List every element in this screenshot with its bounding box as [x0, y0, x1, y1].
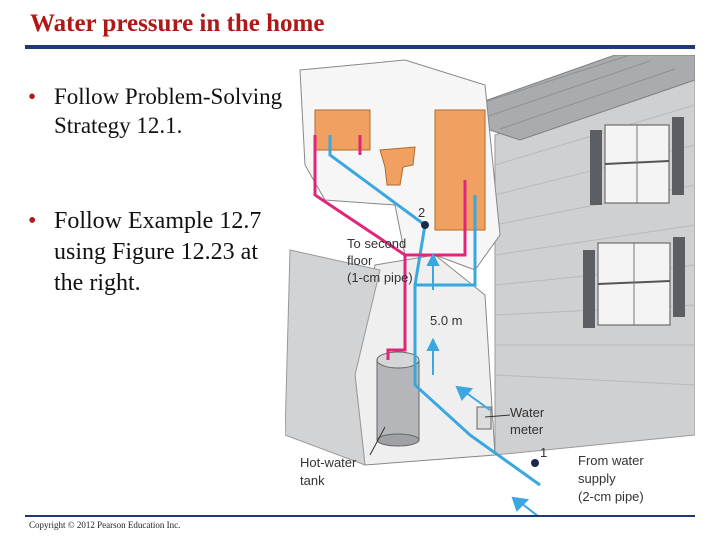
toilet-fixture: [379, 146, 416, 186]
supply-label-line3: (2-cm pipe): [578, 489, 644, 504]
point-1-marker: [531, 459, 539, 467]
point-2-marker: [421, 221, 429, 229]
tank-label-line1: Hot-water: [300, 455, 357, 470]
second-floor-label-line2: floor: [347, 253, 373, 268]
supply-label-line1: From water: [578, 453, 644, 468]
shower-fixture: [434, 109, 486, 231]
hot-water-tank: [376, 351, 420, 447]
sink-fixture: [314, 109, 371, 151]
bullet-item: • Follow Example 12.7 using Figure 12.23…: [28, 206, 288, 299]
tank-label-line2: tank: [300, 473, 325, 488]
pipes: [313, 135, 541, 487]
water-meter: [476, 406, 492, 430]
bullet-dot: •: [28, 208, 37, 234]
bullet-list: • Follow Problem-Solving Strategy 12.1. …: [28, 82, 288, 299]
roof: [443, 55, 695, 141]
upper-window: [590, 117, 684, 205]
title-underline: [25, 45, 695, 49]
bullet-text: Follow Example 12.7 using Figure 12.23 a…: [54, 208, 262, 296]
supply-label-line2: supply: [578, 471, 616, 486]
slide-title: Water pressure in the home: [30, 10, 325, 37]
bullet-item: • Follow Problem-Solving Strategy 12.1.: [28, 82, 288, 140]
second-floor-label-line3: (1-cm pipe): [347, 270, 413, 285]
leader-lines: [369, 414, 511, 456]
point-1-label: 1: [540, 445, 547, 460]
water-meter-label-line1: Water: [510, 405, 545, 420]
bullet-dot: •: [28, 84, 37, 109]
foundation-ground: [285, 249, 381, 466]
second-floor-label-line1: To second: [347, 236, 406, 251]
height-label: 5.0 m: [430, 313, 463, 328]
point-2-label: 2: [418, 205, 425, 220]
roof-shingles: [459, 55, 676, 130]
flow-arrows: [426, 252, 539, 515]
copyright-notice: Copyright © 2012 Pearson Education Inc.: [29, 520, 181, 530]
footer-rule: [25, 515, 695, 517]
water-meter-label-line2: meter: [510, 422, 544, 437]
lower-window: [583, 237, 685, 328]
bullet-text: Follow Problem-Solving Strategy 12.1.: [54, 84, 283, 138]
house-plumbing-figure: 2 1 To second floor (1-cm pipe) 5.0 m Wa…: [285, 55, 695, 515]
